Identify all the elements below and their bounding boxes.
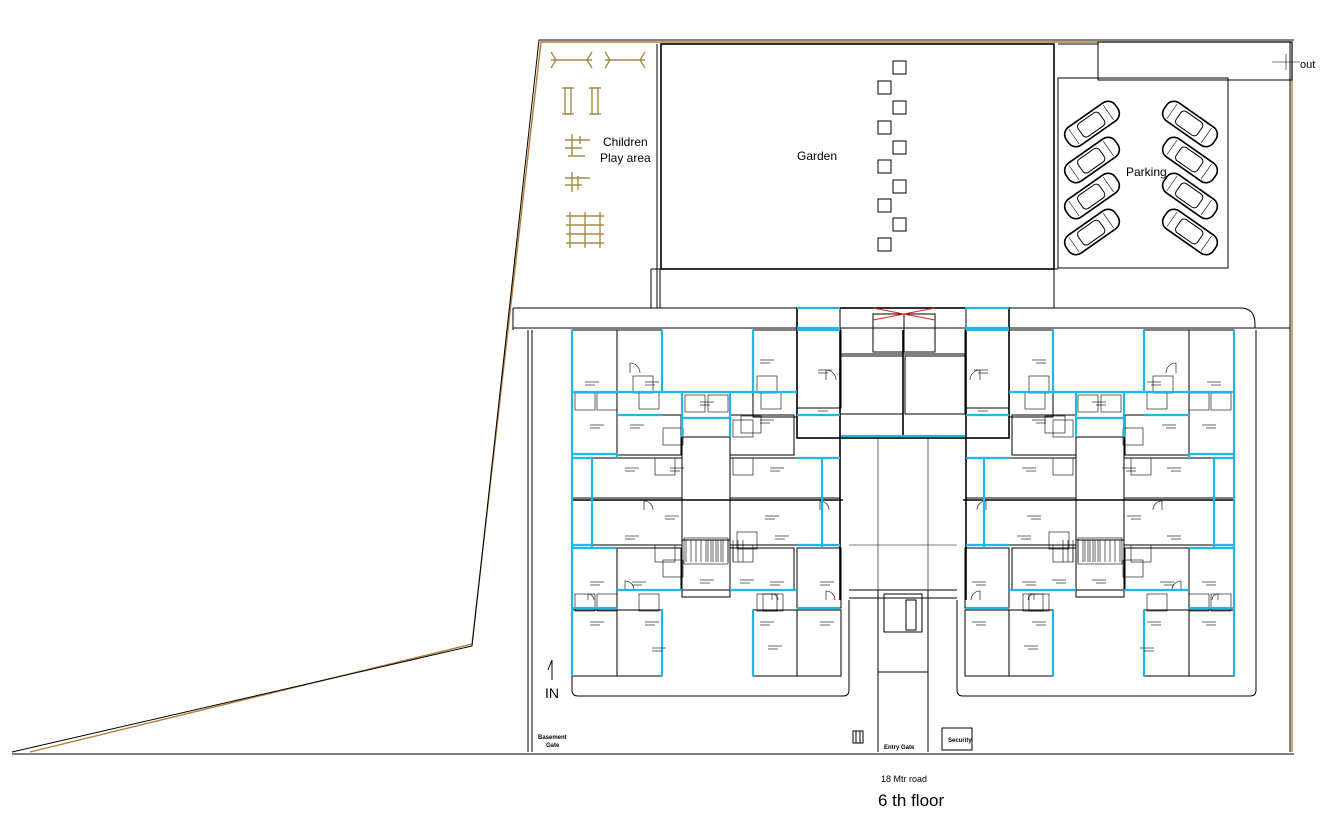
floor-title: 6 th floor — [878, 791, 944, 810]
car-icon — [1161, 172, 1219, 220]
in-label: IN — [545, 685, 559, 701]
car-icon — [1161, 100, 1219, 148]
car-icon — [1063, 100, 1121, 148]
entry-gate — [547, 659, 973, 751]
road-label: 18 Mtr road — [881, 774, 927, 784]
car-icon — [1063, 136, 1121, 184]
car-icon — [1161, 208, 1219, 256]
basement-gate-label-2: Gate — [546, 743, 560, 749]
parking-area: out Parking — [1057, 41, 1315, 269]
garden-label: Garden — [797, 149, 837, 163]
car-icons — [1063, 100, 1219, 256]
car-icon — [1161, 136, 1219, 184]
left-wing-apartments — [570, 328, 843, 677]
entry-gate-label: Entry Gate — [884, 745, 915, 751]
parking-label: Parking — [1126, 165, 1167, 179]
garden-area: Garden — [650, 43, 1058, 308]
building-outline — [512, 307, 1290, 752]
site-boundary — [11, 39, 1294, 755]
children-play-area-label-1: Children — [603, 135, 648, 149]
play-equipment-icon — [550, 51, 646, 248]
children-play-area: Children Play area — [550, 44, 658, 308]
basement-gate-label-1: Basement — [538, 735, 567, 741]
out-label: out — [1300, 59, 1315, 71]
stepping-stones — [877, 60, 907, 252]
security-label: Security — [948, 738, 972, 744]
children-play-area-label-2: Play area — [600, 151, 651, 165]
car-icon — [1063, 172, 1121, 220]
right-wing-apartments — [963, 328, 1236, 677]
car-icon — [1063, 208, 1121, 256]
